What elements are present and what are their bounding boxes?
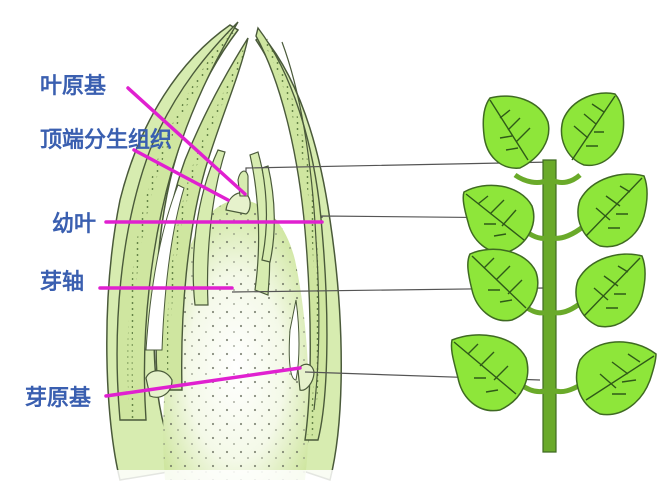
leaf-pair-1 xyxy=(482,92,625,169)
bud-section xyxy=(100,21,360,500)
leaf xyxy=(575,341,657,416)
label-apical-meristem: 顶端分生组织 xyxy=(40,128,173,153)
leaf xyxy=(577,173,648,248)
leaf xyxy=(575,253,646,328)
leaf xyxy=(450,334,529,412)
label-bud-primordium: 芽原基 xyxy=(25,386,92,411)
shoot xyxy=(450,92,657,453)
pointer-apical-meristem xyxy=(132,148,230,202)
label-young-leaf: 幼叶 xyxy=(52,212,97,237)
young-leaf-inner-right xyxy=(281,41,320,411)
label-leaf-primordium: 叶原基 xyxy=(40,74,107,99)
pointer-leaf-primordium xyxy=(126,86,247,196)
connector-young-leaf xyxy=(321,215,531,219)
inner-leaf-mid-right xyxy=(261,165,275,263)
leaf-pair-4 xyxy=(450,334,657,416)
leaf-pair-3 xyxy=(467,248,646,328)
leaf xyxy=(482,95,550,169)
pointer-bud-primordium xyxy=(104,366,302,398)
pointer-lines xyxy=(98,86,324,398)
inner-leaf-left xyxy=(192,149,226,306)
leaf-pair-2 xyxy=(462,173,648,254)
stem xyxy=(542,159,557,453)
connector-leaf-primordium xyxy=(245,161,553,172)
label-bud-axis: 芽轴 xyxy=(40,270,85,295)
